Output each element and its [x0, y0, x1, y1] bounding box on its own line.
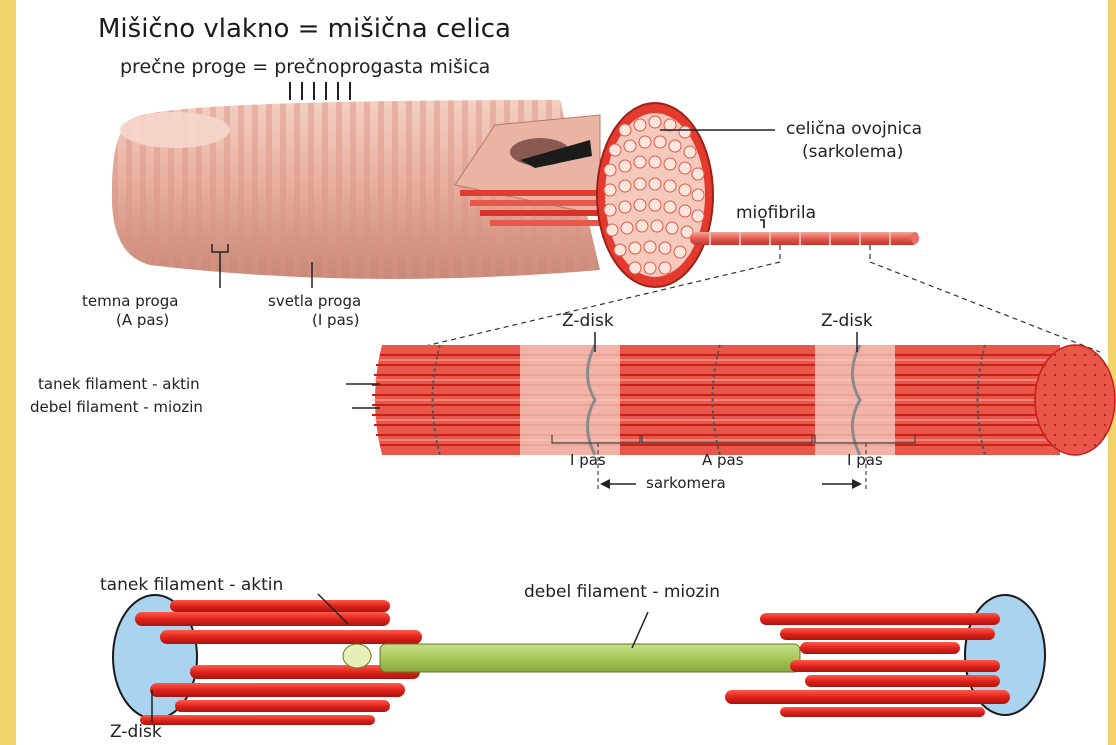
myofibril-closeup	[372, 345, 1115, 455]
myosin-leader	[632, 612, 648, 648]
i-band-label-2: I pas	[847, 451, 883, 469]
myofibril-label: miofibrila	[736, 203, 816, 223]
z-disk-label-1: Z-disk	[562, 311, 614, 331]
z-disk-label-2: Z-disk	[821, 311, 873, 331]
actin-label: tanek filament - aktin	[100, 575, 283, 595]
dark-band-label-sub: (A pas)	[116, 311, 169, 329]
myosin-filament	[380, 644, 800, 672]
striation-marks	[290, 82, 350, 100]
myofibril-strand	[690, 232, 918, 245]
a-band-label: A pas	[702, 451, 744, 469]
diagram-title: Mišično vlakno = mišična celica	[98, 14, 511, 44]
sarcomere-label: sarkomera	[646, 474, 726, 492]
myosin-label: debel filament - miozin	[524, 582, 720, 602]
filament-model	[113, 595, 1045, 725]
dark-band-label: temna proga	[82, 292, 178, 310]
light-band-label: svetla proga	[268, 292, 361, 310]
thick-filament-label: debel filament - miozin	[30, 398, 203, 416]
sarcomere-arrow	[600, 479, 862, 489]
i-band-zone	[520, 345, 620, 455]
membrane-label-sub: (sarkolema)	[802, 142, 903, 162]
thin-filament-label: tanek filament - aktin	[38, 375, 200, 393]
light-band-label-sub: (I pas)	[312, 311, 359, 329]
membrane-label: celična ovojnica	[786, 119, 922, 139]
diagram-subtitle: prečne proge = prečnoprogasta mišica	[120, 56, 490, 78]
i-band-label-1: I pas	[570, 451, 606, 469]
z-disk-label-bottom: Z-disk	[110, 722, 162, 742]
